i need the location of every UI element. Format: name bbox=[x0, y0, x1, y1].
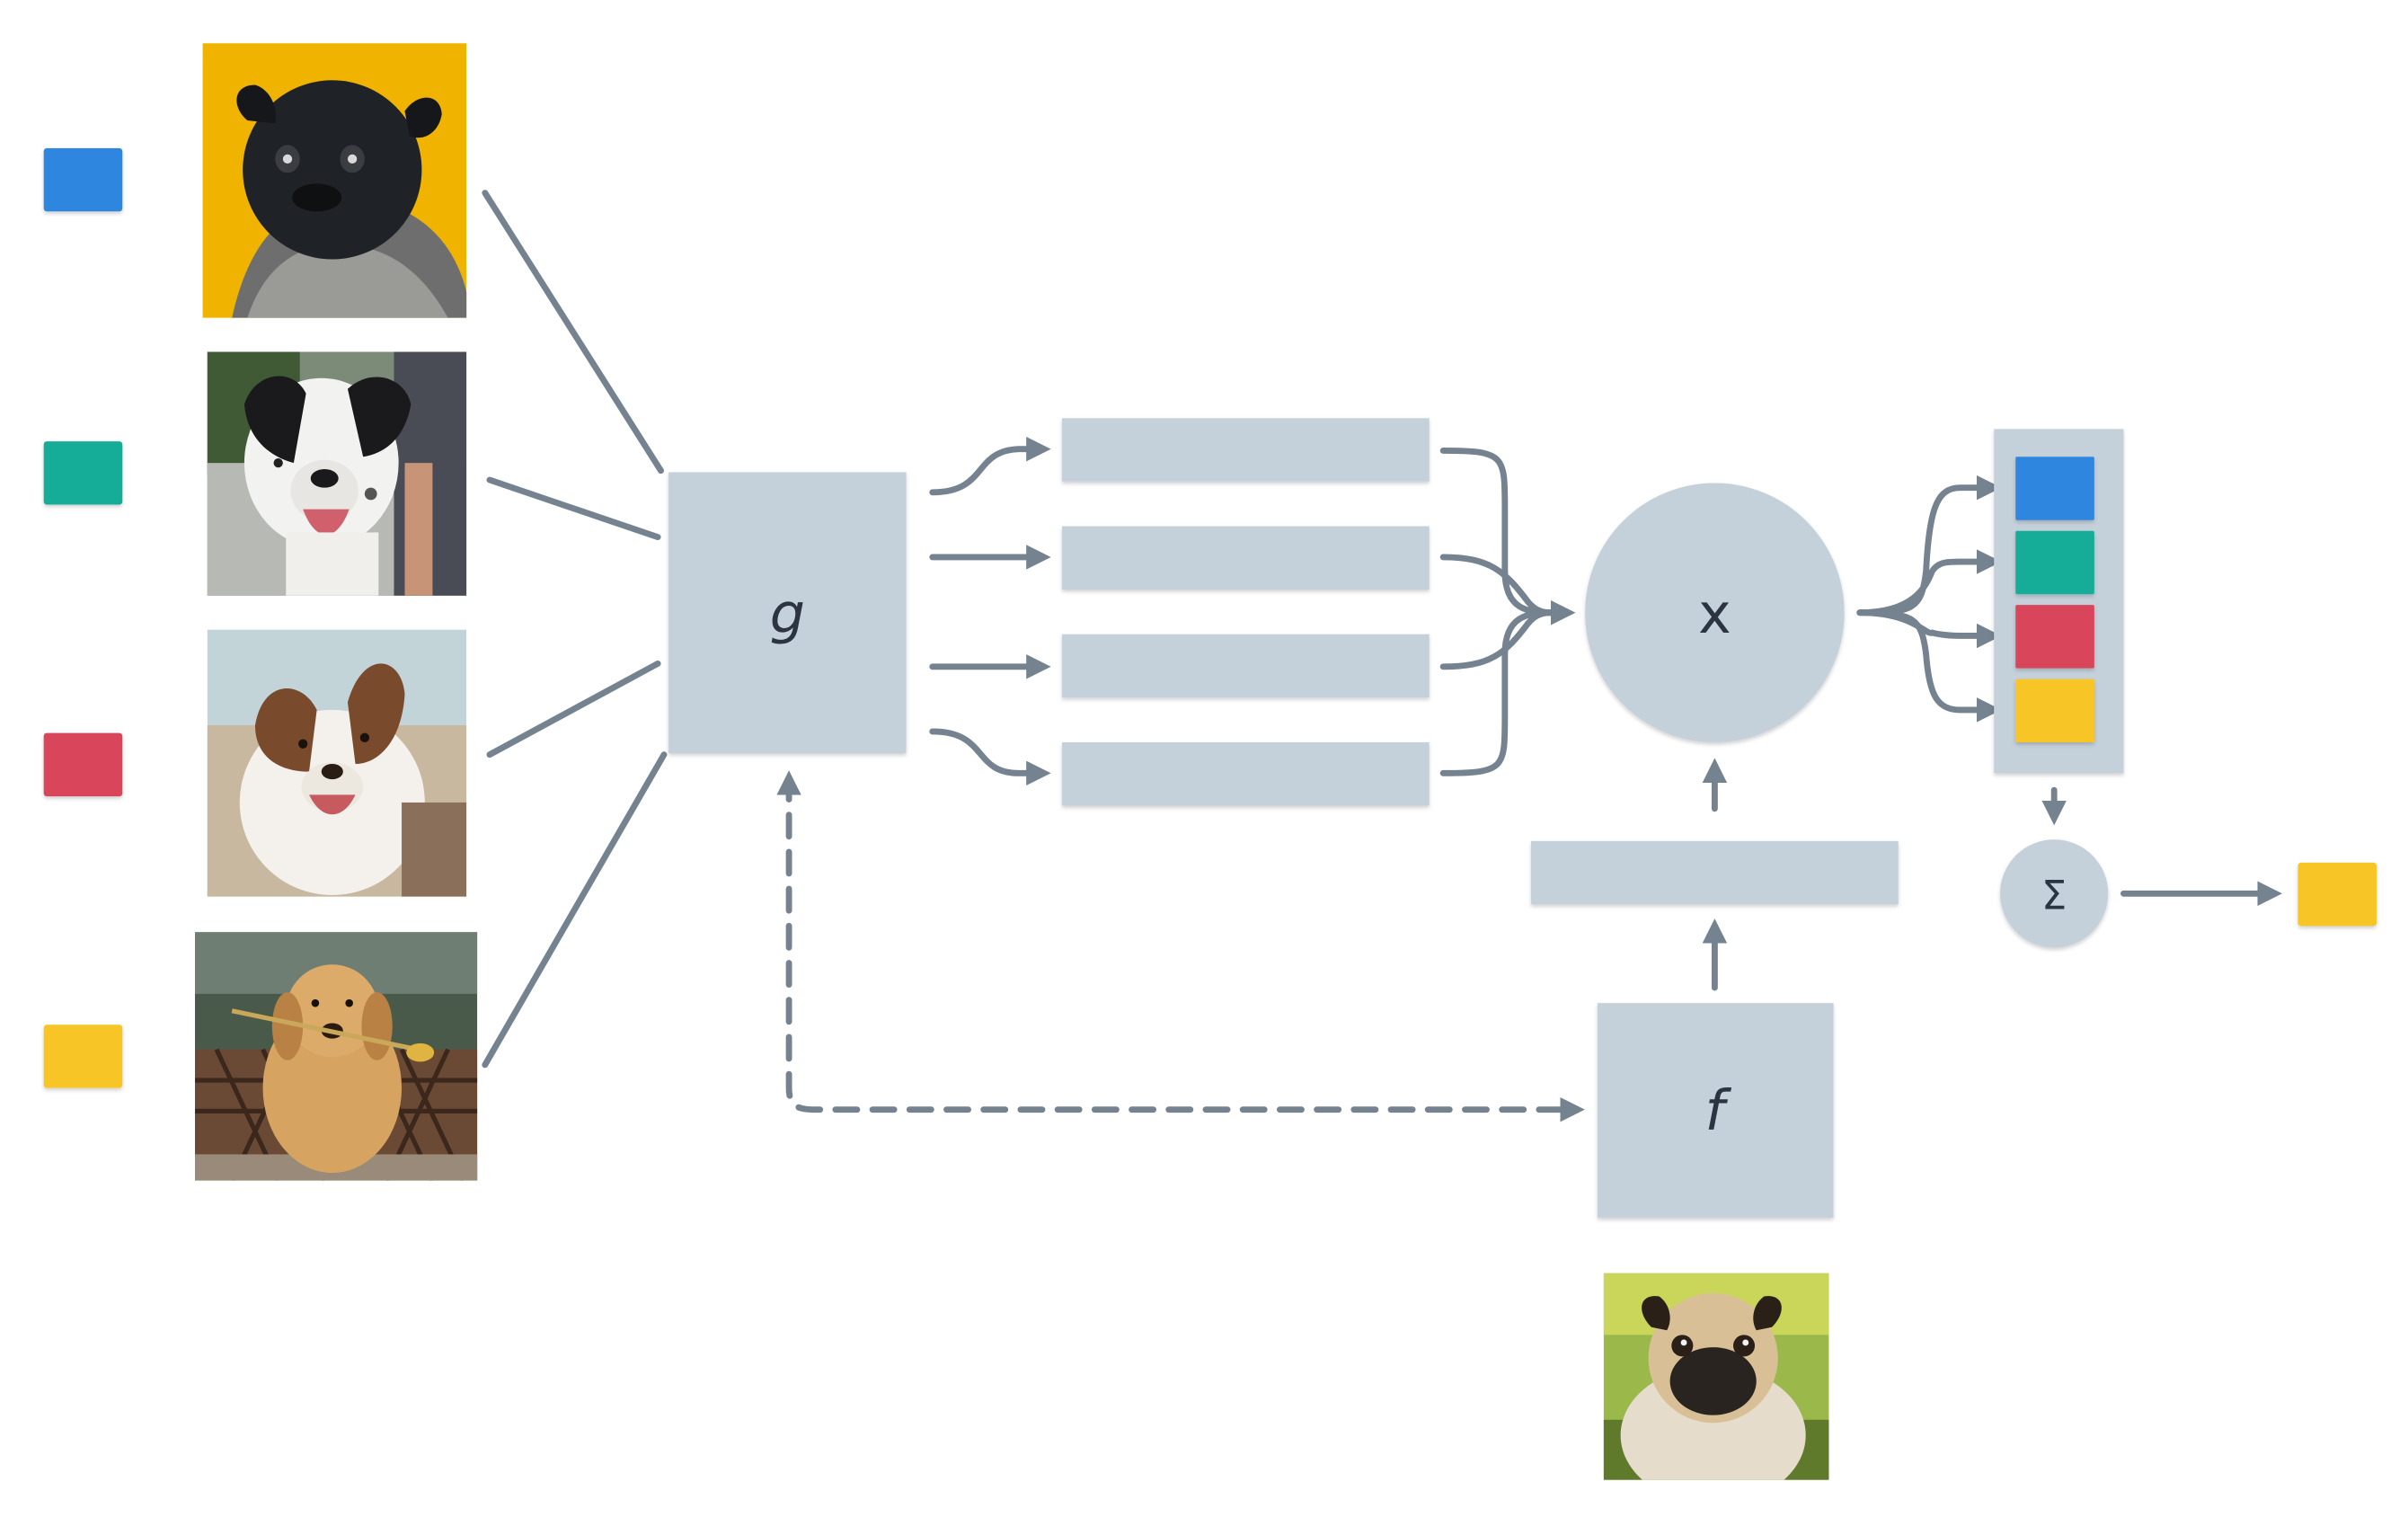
query-embedding bbox=[1531, 840, 1899, 905]
attention-node-x: x bbox=[1585, 483, 1845, 742]
class-probabilities bbox=[1994, 429, 2124, 774]
black-pug-photo bbox=[202, 43, 467, 318]
embedding-network-g: g bbox=[668, 472, 907, 753]
sum-label: Σ bbox=[2041, 872, 2067, 918]
class-square-teal bbox=[43, 441, 123, 505]
predicted-class-square bbox=[2297, 862, 2377, 927]
prob-square-yellow bbox=[2015, 679, 2094, 742]
x-to-classes-arrows bbox=[1856, 475, 2002, 723]
x-label: x bbox=[1698, 581, 1731, 646]
support-embedding-3 bbox=[1062, 634, 1430, 698]
g-to-embeddings-arrows bbox=[929, 436, 1051, 786]
prob-square-teal bbox=[2015, 530, 2094, 595]
class-square-blue bbox=[43, 147, 123, 212]
support-embedding-4 bbox=[1062, 741, 1430, 806]
collie-photo bbox=[207, 629, 467, 897]
embeddings-to-x-lines bbox=[1439, 447, 1576, 776]
shared-weights-dashed-link bbox=[776, 770, 1585, 1122]
support-embedding-2 bbox=[1062, 526, 1430, 590]
prob-square-red bbox=[2015, 605, 2094, 669]
spotted-dog-photo bbox=[207, 351, 467, 596]
support-class-labels bbox=[43, 147, 123, 1088]
embedding-network-f: f bbox=[1597, 1003, 1834, 1218]
support-embedding-1 bbox=[1062, 418, 1430, 482]
golden-retriever-photo bbox=[194, 932, 478, 1181]
g-label: g bbox=[770, 581, 805, 646]
class-square-yellow bbox=[43, 1025, 123, 1088]
prob-square-blue bbox=[2015, 457, 2094, 520]
class-square-red bbox=[43, 732, 123, 797]
image-to-g-lines bbox=[482, 190, 668, 1069]
sum-node: Σ bbox=[2000, 839, 2109, 948]
fawn-pug-photo bbox=[1603, 1273, 1829, 1480]
support-images bbox=[194, 43, 478, 1181]
support-embeddings bbox=[1062, 418, 1430, 806]
